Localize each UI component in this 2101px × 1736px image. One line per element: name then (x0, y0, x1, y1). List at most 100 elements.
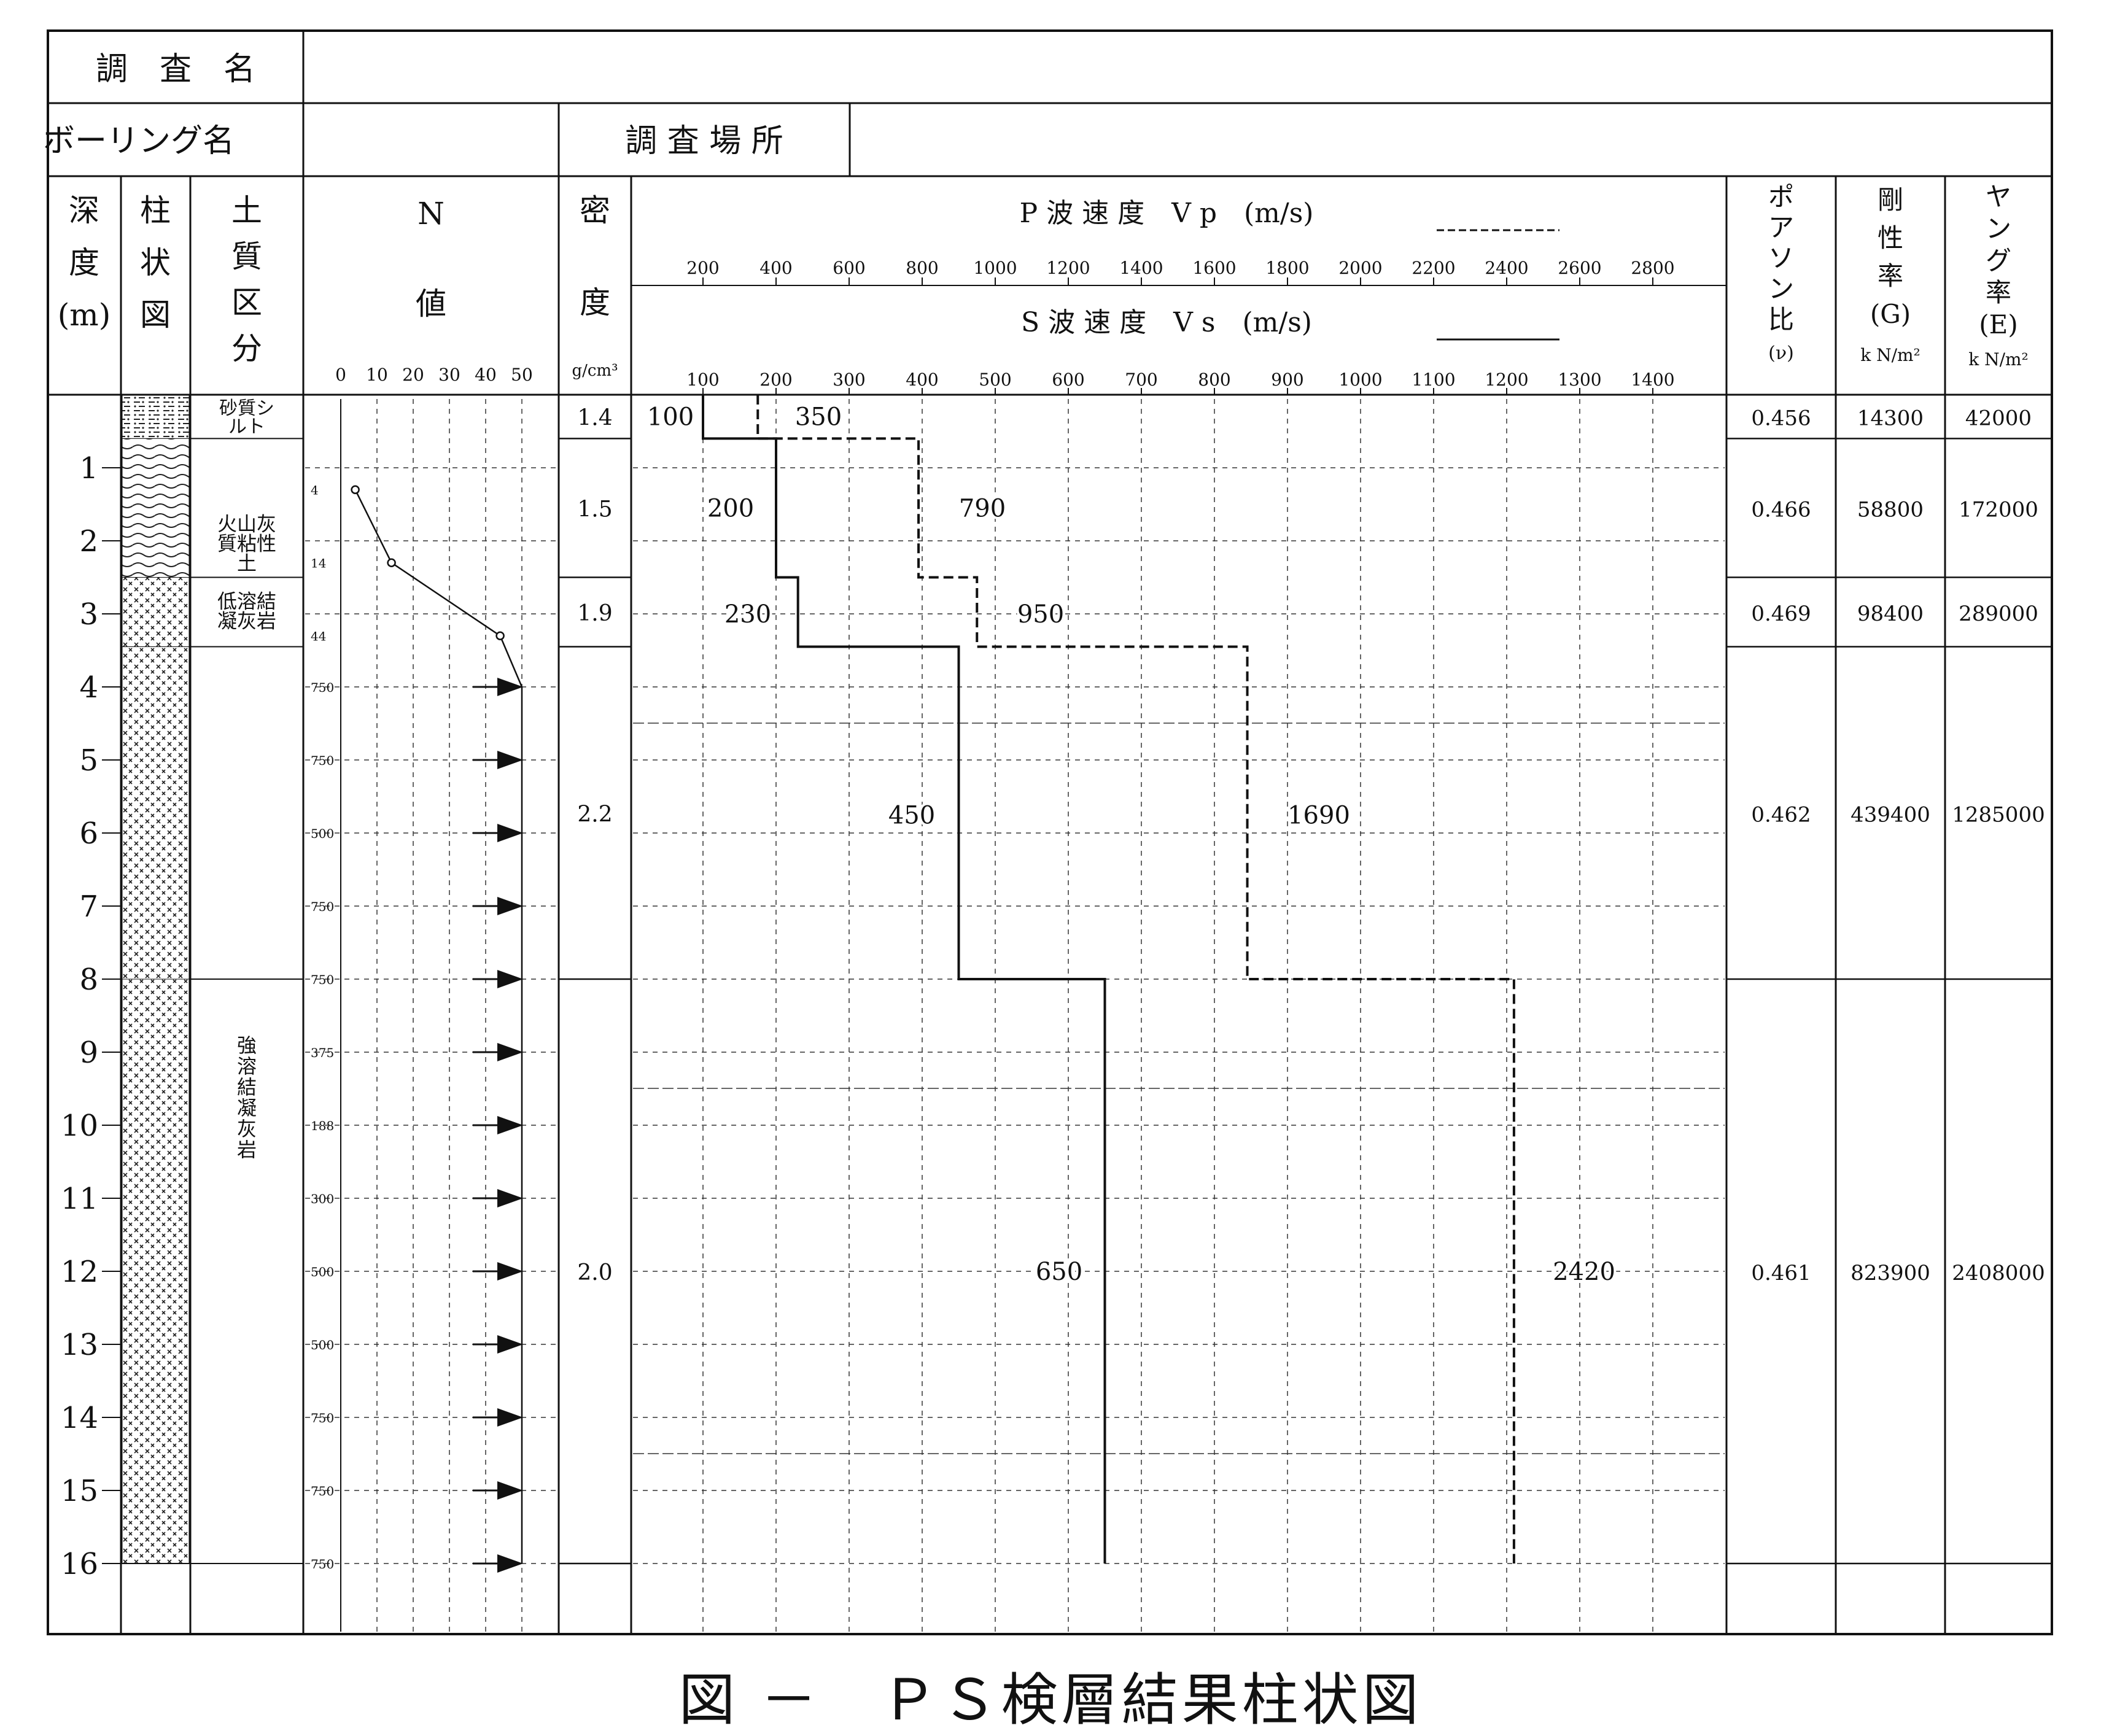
log-header-char: 図 (140, 297, 171, 333)
soil-label: 凝 (237, 1096, 257, 1120)
depth-tick-label: 15 (61, 1474, 98, 1508)
lithology-pattern (122, 978, 190, 1564)
rigidity-value: 98400 (1857, 602, 1924, 626)
density-header-char: 度 (580, 285, 610, 320)
vp-axis-tick-label: 2000 (1338, 258, 1382, 278)
n-axis-tick-label: 30 (438, 365, 460, 385)
rigidity-header-char: (G) (1870, 299, 1911, 329)
table-frame (47, 29, 2053, 1635)
young-header-char: (E) (1979, 309, 2018, 339)
soil-label: 岩 (237, 1138, 257, 1161)
log-header-char: 状 (140, 245, 171, 281)
soil-label: 火山灰 (217, 512, 276, 535)
young-value: 172000 (1959, 497, 2038, 522)
young-value: 1285000 (1952, 802, 2045, 827)
vs-profile-line (702, 395, 1106, 1564)
young-value: 289000 (1959, 602, 2038, 626)
soil-header-char: 分 (231, 331, 262, 366)
n-value-label: 750 (311, 680, 334, 695)
depth-tick-label: 5 (79, 743, 98, 778)
density-value: 1.5 (577, 497, 612, 522)
n-header-char: N (417, 196, 445, 231)
n-value-label: 44 (311, 629, 326, 644)
depth-tick-label: 16 (61, 1547, 98, 1581)
density-value: 1.9 (577, 601, 612, 626)
poisson-header-char: 比 (1768, 304, 1794, 335)
vp-value-label: 350 (795, 403, 842, 432)
n-axis-tick-label: 0 (335, 365, 346, 385)
n-value-label: 188 (311, 1118, 334, 1133)
rigidity-value: 14300 (1857, 406, 1924, 431)
depth-tick-label: 14 (61, 1401, 98, 1435)
vp-axis-tick-label: 1400 (1119, 258, 1163, 278)
vp-profile-line (756, 395, 1515, 1564)
vp-axis-tick-label: 2600 (1558, 258, 1601, 278)
vp-value-label: 1690 (1287, 801, 1350, 829)
vs-value-label: 650 (1036, 1258, 1082, 1286)
vp-axis-tick-label: 800 (906, 258, 938, 278)
rigidity-header-char: 性 (1878, 223, 1903, 253)
vp-axis-tick-label: 1000 (973, 258, 1017, 278)
depth-tick-label: 11 (61, 1182, 98, 1216)
vs-axis-tick-label: 900 (1271, 370, 1303, 390)
soil-label: 凝灰岩 (217, 610, 276, 633)
soil-label: 溶 (237, 1055, 257, 1078)
soil-label: 低溶結 (217, 590, 276, 613)
n-value-line (354, 489, 523, 1564)
density-value: 2.0 (577, 1260, 612, 1285)
density-header-char: 密 (580, 193, 610, 228)
poisson-header-char: ポ (1768, 182, 1794, 212)
poisson-value: 0.461 (1751, 1261, 1811, 1285)
poisson-value: 0.462 (1751, 802, 1811, 827)
vs-axis-tick-label: 1400 (1631, 370, 1674, 390)
vp-axis-tick-label: 600 (833, 258, 865, 278)
n-value-label: 4 (311, 483, 319, 498)
vp-axis-tick-label: 1200 (1046, 258, 1090, 278)
depth-tick-label: 8 (79, 963, 98, 997)
chart-gridlines (305, 399, 1725, 1632)
vs-axis-tick-label: 1300 (1558, 370, 1601, 390)
soil-label: 強 (237, 1034, 257, 1057)
poisson-header-char: ア (1768, 212, 1794, 242)
survey-name-label: 調 査 名 (96, 51, 255, 88)
soil-label: 土 (237, 551, 257, 575)
vs-axis-title: S 波 速 度 V s (m/s) (1021, 307, 1312, 338)
poisson-header-char: ン (1768, 274, 1794, 304)
rigidity-header-char: 率 (1878, 261, 1903, 291)
young-header-char: ヤ (1986, 182, 2011, 212)
density-value: 2.2 (577, 802, 612, 827)
vp-axis-tick-label: 2400 (1485, 258, 1528, 278)
lithology-pattern (122, 438, 190, 578)
depth-tick-label: 1 (79, 451, 98, 486)
poisson-value: 0.456 (1751, 406, 1811, 431)
young-header-char: ン (1986, 214, 2011, 244)
vs-value-label: 200 (707, 494, 754, 522)
soil-label: ルト (228, 416, 265, 438)
rigidity-value: 58800 (1857, 497, 1924, 522)
depth-header-char: 度 (69, 245, 99, 281)
n-value-label: 500 (311, 1338, 334, 1352)
vp-axis-title: P 波 速 度 V p (m/s) (1020, 198, 1314, 229)
depth-tick-label: 9 (79, 1036, 98, 1070)
figure-caption: 図 － ＰＳ検層結果柱状図 (678, 1667, 1423, 1733)
vs-axis-tick-label: 400 (906, 370, 938, 390)
depth-tick-label: 4 (79, 670, 98, 705)
depth-tick-label: 6 (79, 816, 98, 851)
soil-header-char: 質 (231, 239, 262, 274)
n-value-label: 500 (311, 826, 334, 841)
vs-axis-tick-label: 1200 (1485, 370, 1528, 390)
depth-tick-label: 3 (79, 597, 98, 632)
depth-header-char: (m) (58, 297, 111, 333)
vs-value-label: 450 (888, 801, 935, 829)
n-value-label: 750 (311, 1557, 334, 1571)
rigidity-value: 439400 (1851, 802, 1930, 827)
depth-tick-label: 10 (61, 1109, 98, 1143)
young-value: 42000 (1965, 406, 2032, 431)
poisson-header-char: ソ (1768, 243, 1794, 273)
vp-axis-tick-label: 1800 (1265, 258, 1309, 278)
vp-value-label: 790 (959, 494, 1006, 522)
n-axis-tick-label: 50 (511, 365, 533, 385)
poisson-value: 0.466 (1751, 497, 1811, 522)
